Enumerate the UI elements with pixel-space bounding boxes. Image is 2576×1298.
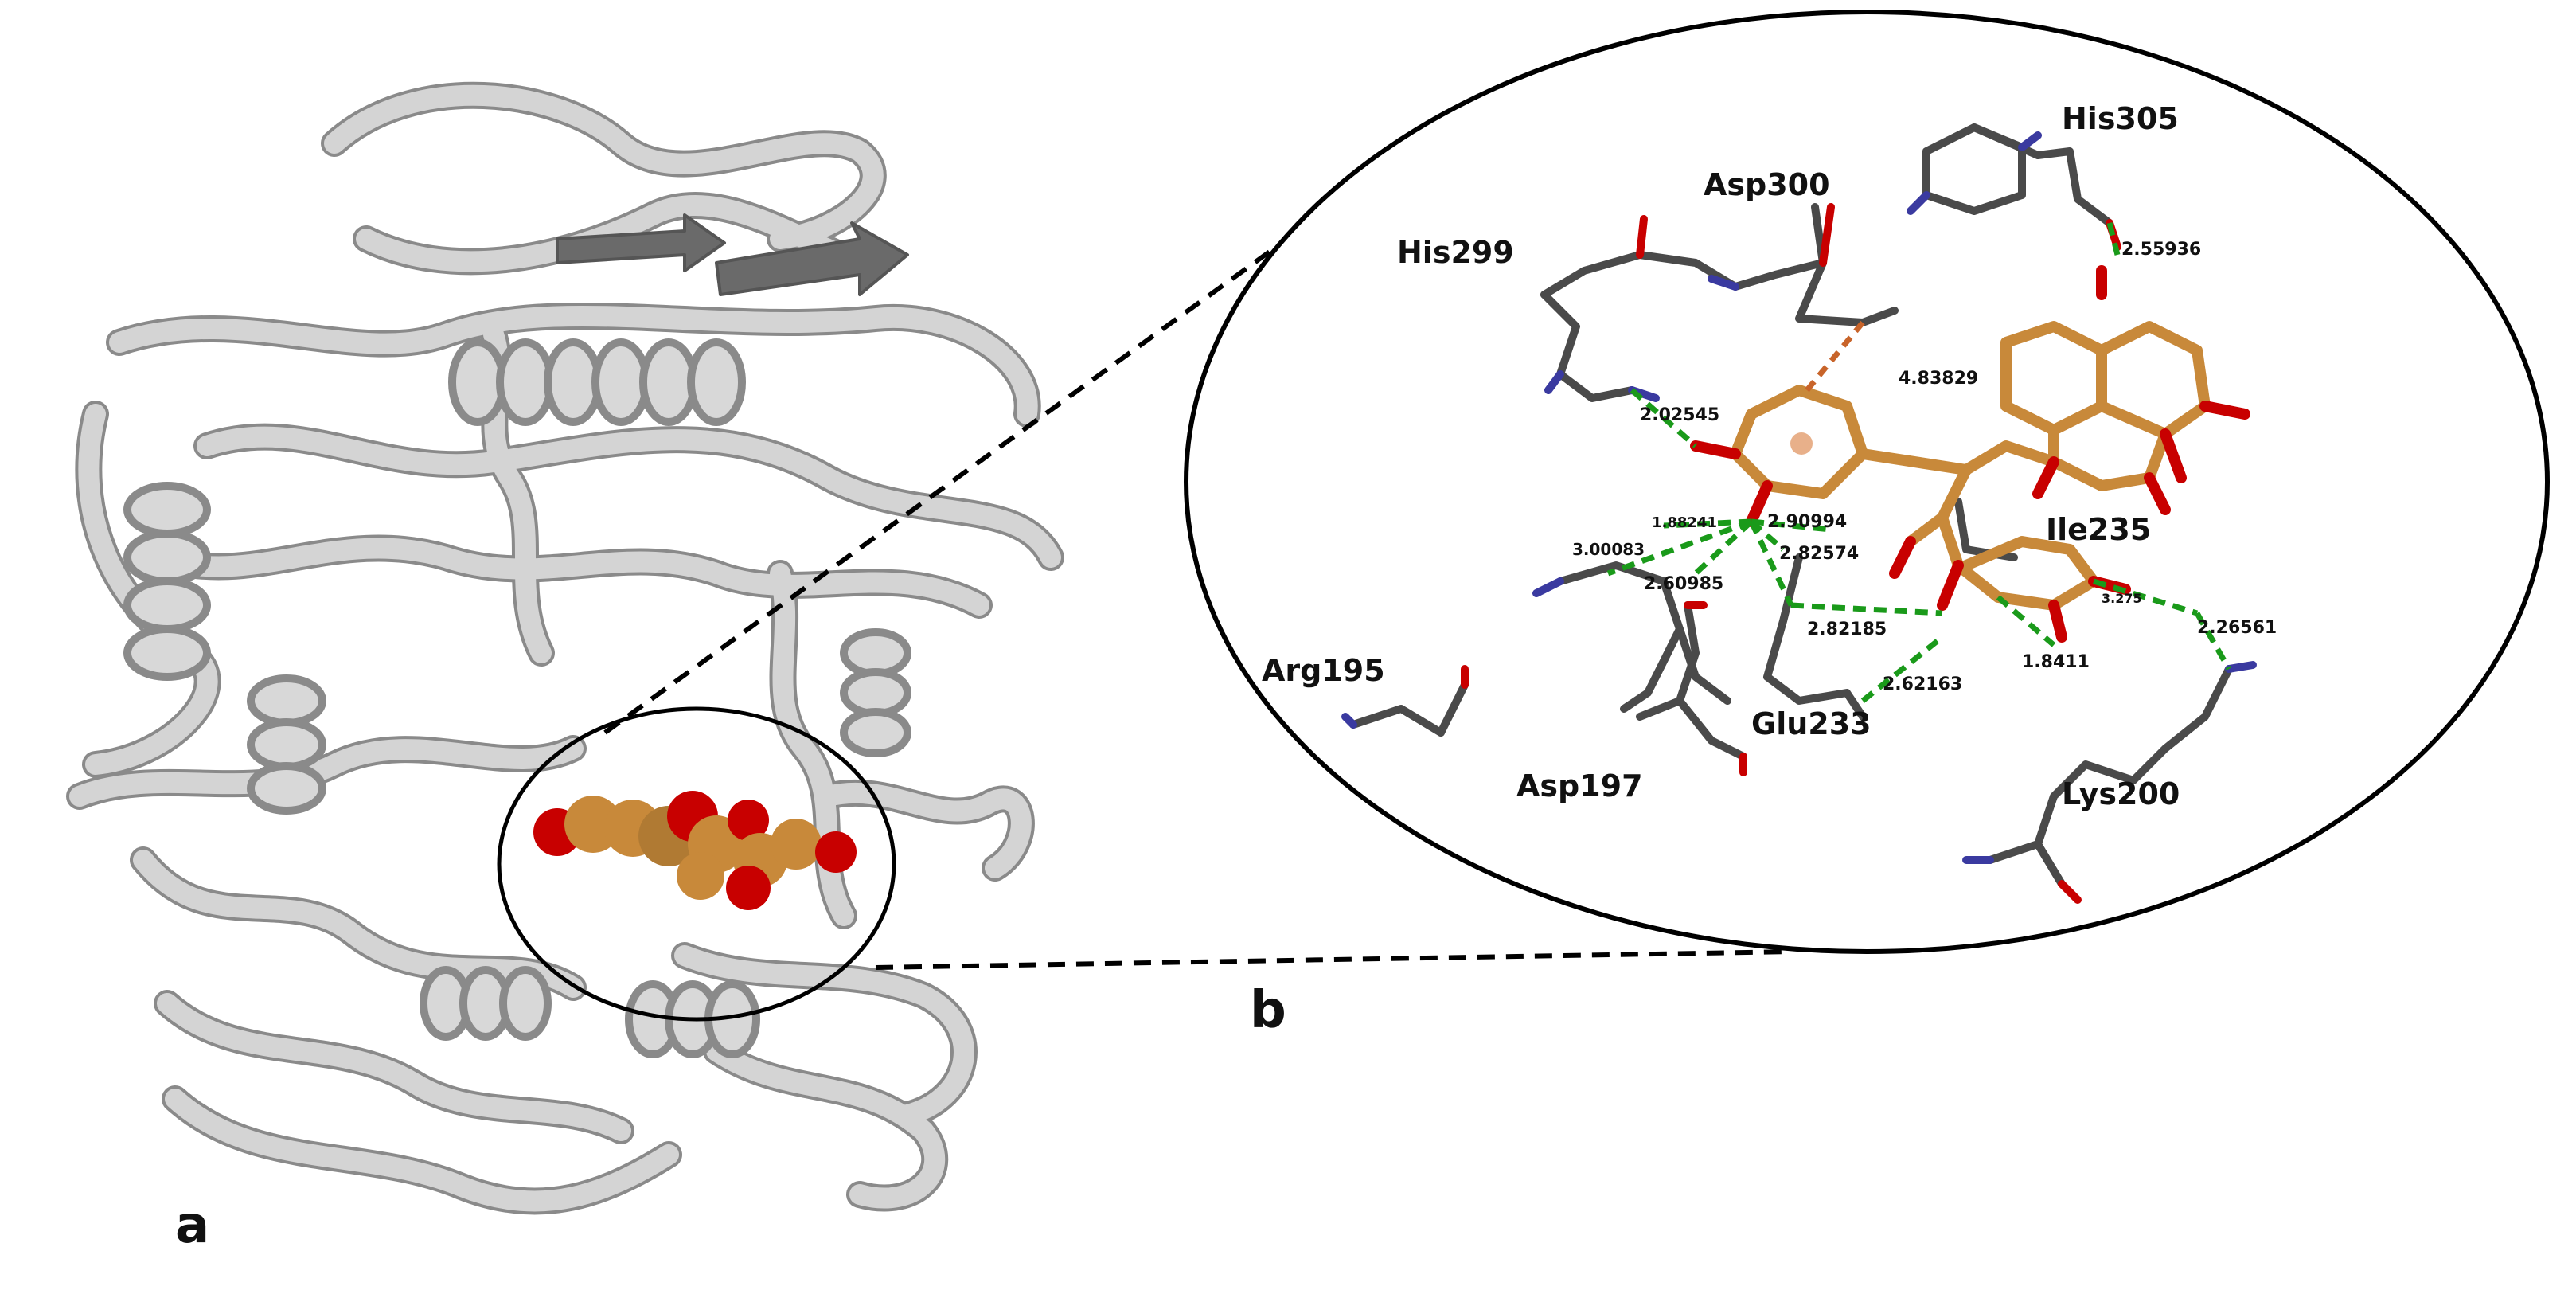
panel-label-b: b: [1250, 981, 1286, 1040]
distance-label: 2.82185: [1807, 620, 1887, 639]
label-his299: His299: [1397, 235, 1514, 270]
ligand-spheres: [533, 791, 857, 910]
distance-label: 2.02545: [1640, 405, 1719, 425]
pi-centroid: [1790, 432, 1813, 455]
distance-label: 3.00083: [1572, 540, 1645, 559]
label-asp300: Asp300: [1704, 167, 1830, 202]
distance-label: 2.55936: [2121, 240, 2201, 260]
panel-label-a: a: [175, 1196, 209, 1255]
aromatic-ring: [1690, 385, 1972, 527]
label-asp197: Asp197: [1516, 768, 1643, 803]
distance-label: 2.60985: [1644, 574, 1723, 594]
label-ile235: Ile235: [2046, 512, 2151, 547]
distance-label: 1.8411: [2022, 652, 2090, 672]
label-his305: His305: [2062, 101, 2179, 136]
label-arg195: Arg195: [1262, 653, 1385, 688]
zoom-line-bottom: [875, 949, 1792, 970]
distance-label: 1.88241: [1652, 514, 1717, 531]
label-glu233: Glu233: [1751, 706, 1872, 741]
protein-ribbon: [66, 81, 1064, 1215]
pi-interaction: [1805, 320, 1865, 393]
label-lys200: Lys200: [2062, 776, 2180, 811]
binding-site-circle: [497, 706, 896, 1022]
detail-circle: [1184, 10, 2550, 954]
distance-label: 2.90994: [1767, 512, 1847, 532]
distance-label: 3.275: [2102, 591, 2142, 606]
residue-sticks: [1349, 123, 2233, 888]
beta-sheets: [556, 213, 909, 296]
distance-label: 2.82574: [1779, 544, 1859, 564]
helix-coils: [123, 338, 911, 1058]
zoom-line-top: [603, 189, 1355, 735]
hydrogen-bonds: [1606, 222, 2232, 703]
distance-label: 2.26561: [2197, 618, 2277, 638]
distance-label: 4.83829: [1899, 369, 1978, 389]
distance-label: 2.62163: [1883, 674, 1962, 694]
ligand-sticks: [1905, 321, 2211, 611]
heteroatoms: [1341, 131, 2257, 904]
